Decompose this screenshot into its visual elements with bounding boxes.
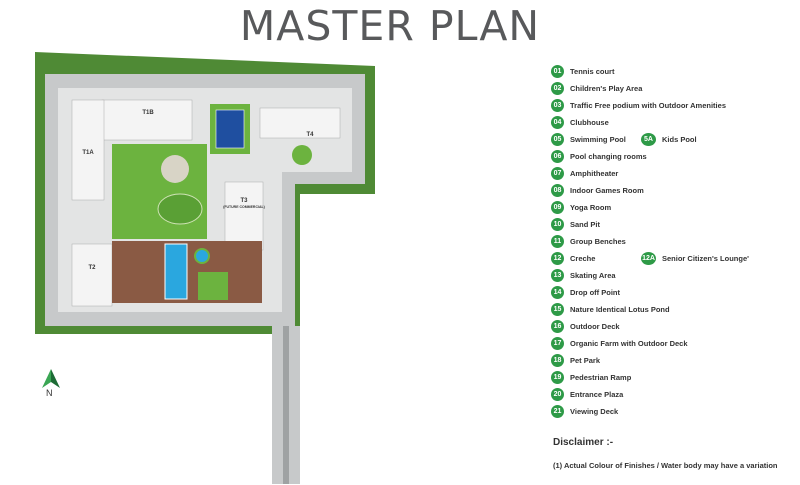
disclaimer-heading: Disclaimer :- (553, 437, 614, 448)
legend-label: Pet Park (570, 355, 601, 365)
legend-number-badge: 08 (551, 183, 564, 197)
tower-t3-note: (FUTURE COMMERCIAL) (223, 205, 265, 209)
legend-item: 12 Creche 12A Senior Citizen's Lounge' (551, 251, 749, 265)
legend-label: Group Benches (570, 236, 626, 246)
legend-item: 18 Pet Park (551, 353, 600, 367)
legend-item: 13 Skating Area (551, 268, 616, 282)
legend-label: Tennis court (570, 66, 615, 76)
legend-number-badge: 17 (551, 336, 564, 350)
legend-label: Traffic Free podium with Outdoor Ameniti… (570, 100, 726, 110)
legend-item: 01 Tennis court (551, 64, 614, 78)
legend-label: Sand Pit (570, 219, 601, 229)
legend-label: Clubhouse (570, 117, 609, 127)
legend-label: Children's Play Area (570, 83, 643, 93)
north-label: N (46, 388, 53, 398)
legend-label: Skating Area (570, 270, 616, 280)
legend-label: Swimming Pool (570, 134, 626, 144)
legend-item: 04 Clubhouse (551, 115, 609, 129)
legend-number-badge: 5A (641, 132, 656, 146)
legend-number-badge: 01 (551, 64, 564, 78)
legend-number-badge: 19 (551, 370, 564, 384)
legend-number-badge: 05 (551, 132, 564, 146)
legend-label: Drop off Point (570, 287, 620, 297)
legend-number-badge: 12A (641, 251, 656, 265)
tower-t4-label: T4 (306, 132, 314, 138)
legend-label: Pedestrian Ramp (570, 372, 632, 382)
legend-number-badge: 06 (551, 149, 564, 163)
legend-label: Nature Identical Lotus Pond (570, 304, 670, 314)
legend-item: 02 Children's Play Area (551, 81, 642, 95)
legend-label: Indoor Games Room (570, 185, 644, 195)
tower-t4 (259, 107, 341, 139)
driveway-median (283, 326, 289, 484)
legend-item: 06 Pool changing rooms (551, 149, 647, 163)
legend-label: Outdoor Deck (570, 321, 620, 331)
legend-number-badge: 07 (551, 166, 564, 180)
tower-t3 (224, 181, 264, 251)
legend-number-badge: 21 (551, 404, 564, 418)
roundabout (292, 145, 312, 165)
tower-t1a (71, 99, 105, 201)
legend-number-badge: 18 (551, 353, 564, 367)
legend-number-badge: 16 (551, 319, 564, 333)
legend-number-badge: 02 (551, 81, 564, 95)
legend-label: Organic Farm with Outdoor Deck (570, 338, 688, 348)
legend-item: 03 Traffic Free podium with Outdoor Ameni… (551, 98, 726, 112)
legend-item: 10 Sand Pit (551, 217, 600, 231)
tower-t2-label: T2 (88, 265, 96, 271)
legend-label: Entrance Plaza (570, 389, 624, 399)
legend-label: Viewing Deck (570, 406, 619, 416)
legend-item: 09 Yoga Room (551, 200, 611, 214)
tower-t2 (71, 243, 113, 307)
legend-item: 05 Swimming Pool 5A Kids Pool (551, 132, 697, 146)
legend-item: 08 Indoor Games Room (551, 183, 644, 197)
legend-number-badge: 10 (551, 217, 564, 231)
legend-number-badge: 09 (551, 200, 564, 214)
page-title: MASTER PLAN (239, 2, 541, 50)
swimming-pool (164, 243, 188, 300)
site-plan: T1B T1A T2 T3 (FUTURE COMMERCIAL) T4 (35, 52, 375, 484)
legend-item: 21 Viewing Deck (551, 404, 618, 418)
legend-item: 15 Nature Identical Lotus Pond (551, 302, 670, 316)
legend-number-badge: 04 (551, 115, 564, 129)
legend-item: 14 Drop off Point (551, 285, 620, 299)
legend-item: 11 Group Benches (551, 234, 626, 248)
legend-number-badge: 12 (551, 251, 564, 265)
legend-number-badge: 03 (551, 98, 564, 112)
legend-label: Amphitheater (570, 168, 619, 178)
legend-number-badge: 14 (551, 285, 564, 299)
amphitheater (161, 155, 189, 183)
disclaimer-text: (1) Actual Colour of Finishes / Water bo… (553, 461, 778, 470)
central-lawn (112, 144, 207, 239)
legend-item: 07 Amphitheater (551, 166, 618, 180)
legend-sub-item: 12A Senior Citizen's Lounge' (641, 251, 749, 265)
kids-pool (194, 248, 210, 264)
legend-label: Yoga Room (570, 202, 612, 212)
tower-t1b (101, 99, 193, 141)
legend-item: 20 Entrance Plaza (551, 387, 623, 401)
play-area (157, 193, 203, 225)
tower-t3-label: T3 (240, 198, 248, 204)
legend-number-badge: 15 (551, 302, 564, 316)
north-arrow-icon (42, 369, 60, 388)
tower-t1b-label: T1B (142, 110, 154, 116)
legend-number-badge: 13 (551, 268, 564, 282)
tennis-court (215, 109, 245, 149)
legend-item: 17 Organic Farm with Outdoor Deck (551, 336, 688, 350)
legend-item: 19 Pedestrian Ramp (551, 370, 631, 384)
legend-label: Pool changing rooms (570, 151, 647, 161)
legend-item: 16 Outdoor Deck (551, 319, 620, 333)
legend-label: Creche (570, 253, 596, 263)
organic-farm (198, 272, 228, 300)
tower-t1a-label: T1A (82, 150, 94, 156)
legend-label: Senior Citizen's Lounge' (662, 253, 749, 263)
legend-sub-item: 5A Kids Pool (641, 132, 697, 146)
legend-number-badge: 11 (551, 234, 564, 248)
legend-number-badge: 20 (551, 387, 564, 401)
legend-label: Kids Pool (662, 134, 697, 144)
